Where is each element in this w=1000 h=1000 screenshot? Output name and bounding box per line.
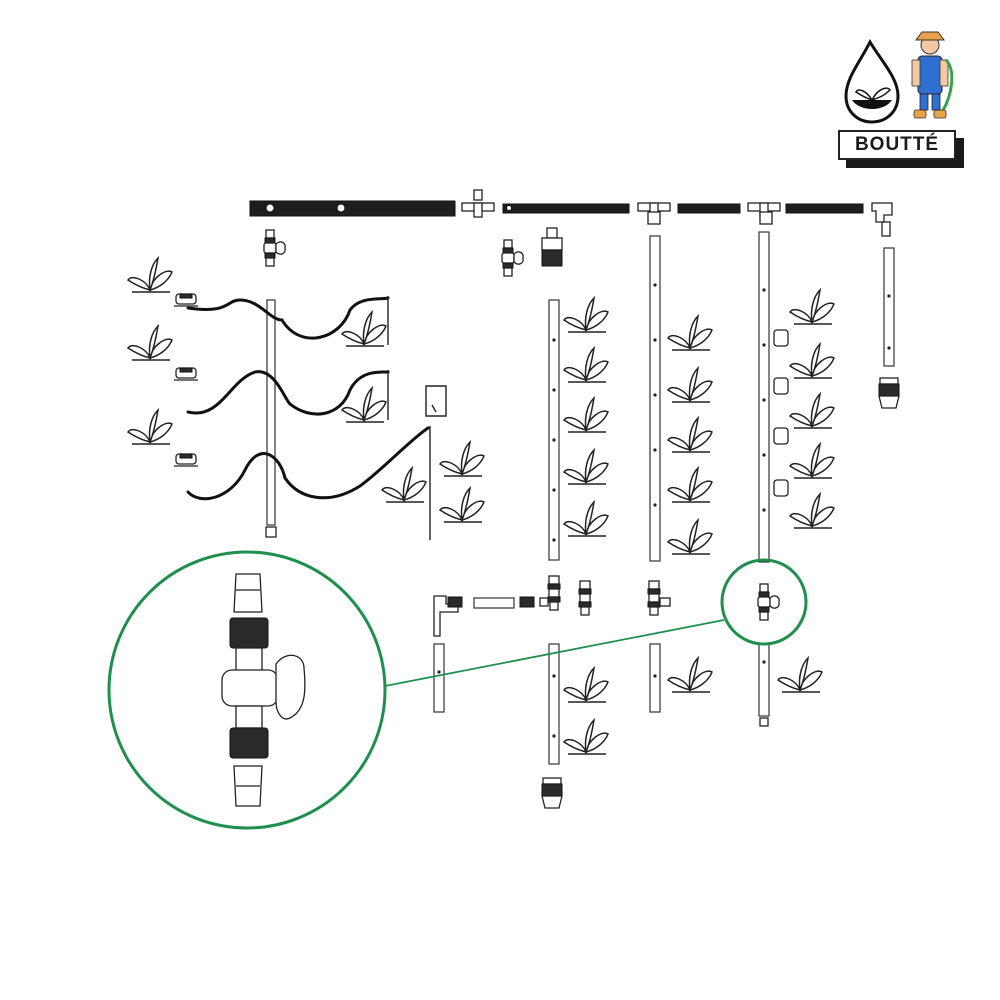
lower-assembly (433, 575, 823, 809)
valve-detail-icon (221, 573, 306, 807)
elbow-connector-icon (871, 202, 893, 223)
water-drop-gardener-logo-icon (844, 31, 954, 124)
dripper-section (127, 257, 485, 540)
brand-label: BOUTTÉ (838, 130, 956, 160)
valve-icon (263, 229, 286, 267)
end-cap-icon (878, 377, 900, 409)
filter-icon (541, 227, 563, 267)
drip-line-columns (548, 231, 900, 563)
valve-zoom-callout (107, 550, 808, 830)
plant-icon (127, 257, 173, 293)
dripper-icon (173, 293, 199, 307)
main-supply-line (249, 189, 893, 223)
